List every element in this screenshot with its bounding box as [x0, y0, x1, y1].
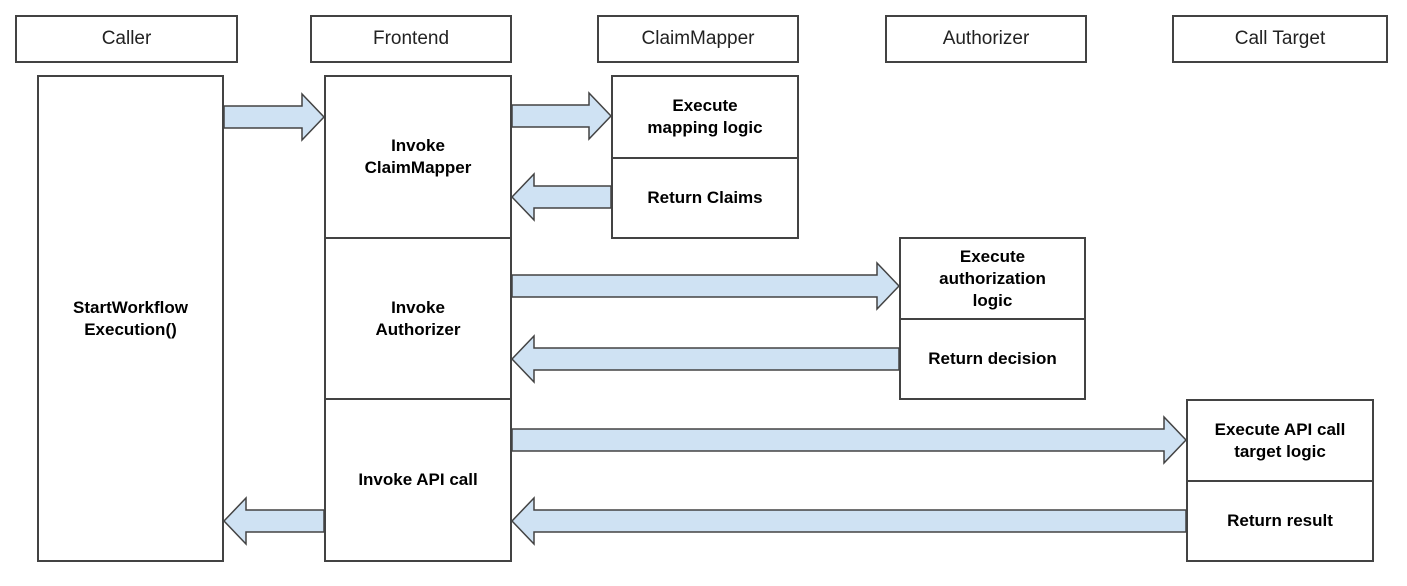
authorizer-return: Return decision [899, 318, 1086, 400]
step-label: Return Claims [647, 188, 763, 207]
step-label: Execute authorization logic [939, 246, 1046, 310]
arrow-decision-return [510, 334, 900, 384]
authorizer-execute: Execute authorization logic [899, 237, 1086, 320]
participant-caller: Caller [15, 15, 238, 63]
activation-label: StartWorkflow Execution() [73, 297, 188, 339]
claimmapper-execute: Execute mapping logic [611, 75, 799, 159]
step-label: Return decision [928, 349, 1057, 368]
participant-frontend: Frontend [310, 15, 512, 63]
arrow-frontend-to-claimmapper [511, 91, 613, 141]
participant-claimmapper: ClaimMapper [597, 15, 799, 63]
participant-label: Authorizer [942, 28, 1030, 49]
arrow-frontend-to-authorizer [511, 261, 901, 311]
call-target-execute: Execute API call target logic [1186, 399, 1374, 482]
arrow-frontend-to-call-target [511, 415, 1188, 465]
step-label: Execute mapping logic [647, 96, 763, 137]
participant-label: Frontend [372, 28, 450, 49]
arrow-caller-to-frontend [223, 92, 326, 142]
step-label: Invoke Authorizer [375, 297, 461, 339]
arrow-frontend-to-caller [222, 496, 325, 546]
frontend-step-authorizer: Invoke Authorizer [324, 237, 512, 400]
arrow-claims-return [510, 172, 612, 222]
frontend-step-api-call: Invoke API call [324, 398, 512, 562]
participant-label: Caller [101, 28, 152, 49]
frontend-step-claimmapper: Invoke ClaimMapper [324, 75, 512, 239]
arrow-result-return [510, 496, 1187, 546]
step-label: Invoke ClaimMapper [364, 136, 472, 177]
step-label: Return result [1227, 511, 1333, 530]
step-label: Invoke API call [358, 470, 478, 489]
participant-call-target: Call Target [1172, 15, 1388, 63]
participant-authorizer: Authorizer [885, 15, 1087, 63]
participant-label: ClaimMapper [641, 28, 755, 49]
step-label: Execute API call target logic [1214, 419, 1346, 461]
participant-label: Call Target [1234, 28, 1326, 49]
call-target-return: Return result [1186, 480, 1374, 562]
claimmapper-return: Return Claims [611, 157, 799, 239]
caller-activation: StartWorkflow Execution() [37, 75, 224, 562]
